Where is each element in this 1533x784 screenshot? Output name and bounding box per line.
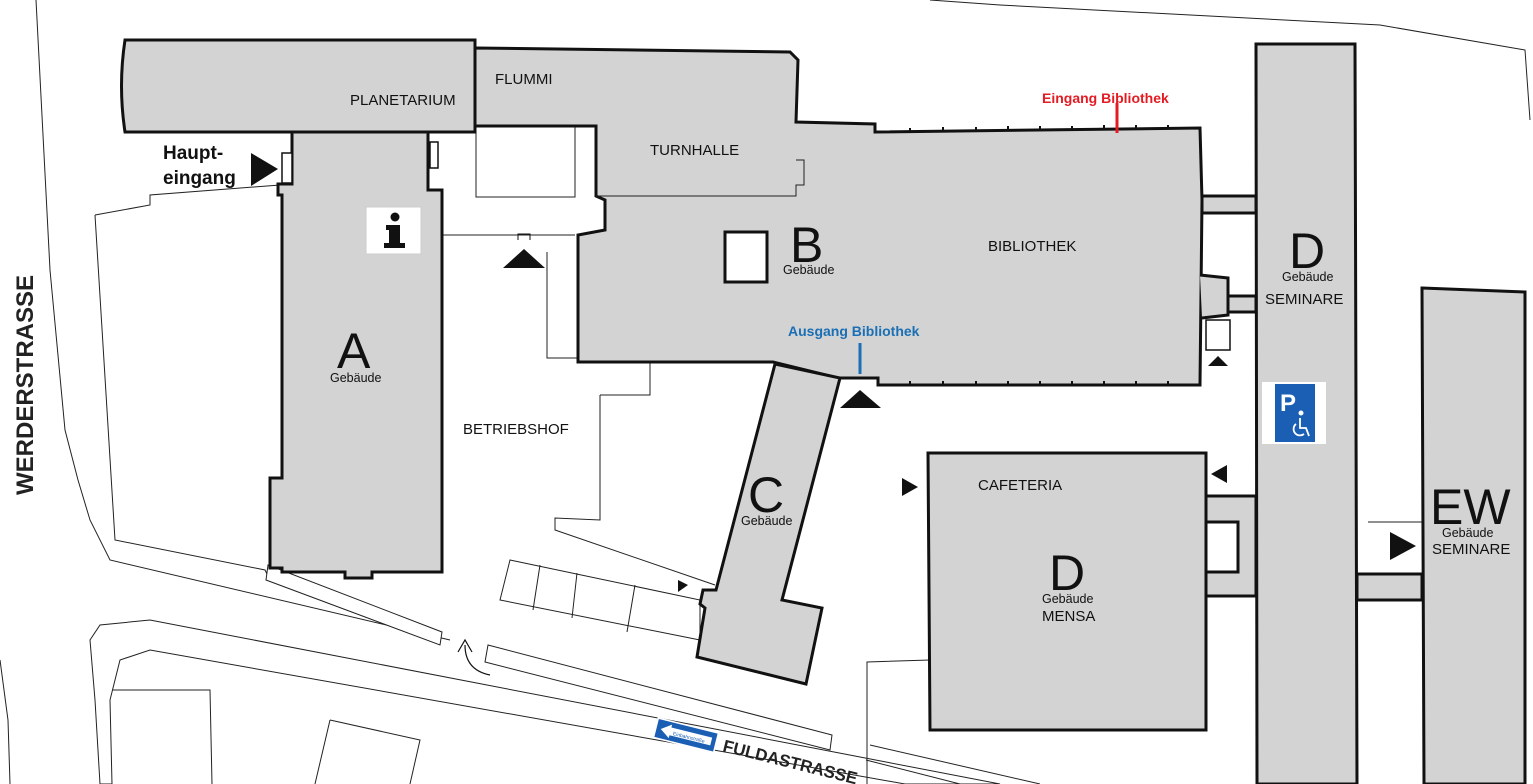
link-d-ew <box>1355 572 1424 602</box>
library-exit-label: Ausgang Bibliothek <box>788 323 920 339</box>
median-strip-far <box>865 744 1041 784</box>
left-edge-lower <box>0 659 11 784</box>
link-d-b-lower <box>1226 294 1258 314</box>
building-ew-letter: EW <box>1430 479 1511 535</box>
werderstrasse-edge <box>35 0 451 641</box>
building-d-mensa <box>926 451 1208 732</box>
building-a-suffix: Gebäude <box>330 371 381 385</box>
mensa-label: MENSA <box>1042 608 1095 625</box>
link-mensa-d-core <box>1204 520 1240 574</box>
c-entrance-arrow <box>678 580 688 592</box>
turnhalle-label: TURNHALLE <box>650 142 739 159</box>
courtyard-walls <box>442 125 578 359</box>
lower-lot <box>314 719 421 784</box>
building-d-suffix: Gebäude <box>1282 270 1333 284</box>
library-side-door <box>1205 319 1231 351</box>
turnhalle-inner <box>596 159 805 197</box>
library-exit-arrow <box>840 390 881 408</box>
building-d-mensa-suffix: Gebäude <box>1042 592 1093 606</box>
library-annex <box>1199 273 1230 320</box>
planetarium-label: PLANETARIUM <box>350 92 456 109</box>
courtyard-gate <box>517 233 531 240</box>
building-b-letter: B <box>790 217 823 273</box>
median-strip-right <box>484 644 833 751</box>
courtyard-entrance-arrow <box>503 249 545 268</box>
link-d-b-upper <box>1200 194 1258 215</box>
d-entrance-arrow <box>1208 356 1228 366</box>
main-entrance-door <box>281 152 293 184</box>
one-way-sign-icon: Einbahnstraße <box>652 717 720 754</box>
building-c <box>695 362 842 686</box>
building-a-letter: A <box>337 323 371 379</box>
main-entrance-label-line1: Haupt- <box>163 143 223 164</box>
parking-bays <box>499 559 701 641</box>
library-entry-label: Eingang Bibliothek <box>1042 90 1169 106</box>
fulda-road-band <box>89 619 1001 784</box>
building-b-core <box>723 230 769 284</box>
parking-letter: P <box>1280 390 1296 417</box>
info-icon[interactable] <box>365 206 422 255</box>
median-strip-left <box>265 564 443 646</box>
bibliothek-label: BIBLIOTHEK <box>988 238 1076 255</box>
top-boundary <box>929 0 1531 121</box>
flummi-turnhalle-building <box>473 46 1204 387</box>
betriebshof-edges <box>554 360 716 586</box>
side-door <box>429 141 439 169</box>
betriebshof-label: BETRIEBSHOF <box>463 421 569 438</box>
building-ew-suffix: Gebäude <box>1442 526 1493 540</box>
building-c-letter: C <box>748 467 784 523</box>
building-b-suffix: Gebäude <box>783 263 834 277</box>
main-entrance-arrow <box>251 153 278 186</box>
mensa-lot <box>866 659 931 784</box>
cafeteria-entrance-arrow <box>902 478 918 496</box>
seminare-ew-label: SEMINARE <box>1432 541 1510 558</box>
building-d-mensa-letter: D <box>1049 545 1085 601</box>
building-ew <box>1420 286 1527 784</box>
courtyard-edge-left <box>94 184 281 581</box>
building-d-letter: D <box>1289 223 1325 279</box>
parking-sign-icon[interactable]: P <box>1262 382 1326 444</box>
library-wall-ticks <box>909 125 1169 385</box>
fulda-inner-edge <box>112 689 213 784</box>
cafeteria-link-arrow <box>1211 465 1227 483</box>
flummi-label: FLUMMI <box>495 71 553 88</box>
werderstrasse-label: WERDERSTRASSE <box>12 275 39 495</box>
ew-entrance-arrow <box>1390 532 1416 560</box>
seminare-d-label: SEMINARE <box>1265 291 1343 308</box>
turn-arrow-icon <box>457 638 491 676</box>
main-entrance-label-line2: eingang <box>163 168 236 189</box>
cafeteria-label: CAFETERIA <box>978 477 1062 494</box>
building-c-suffix: Gebäude <box>741 514 792 528</box>
planetarium-building <box>120 38 477 134</box>
